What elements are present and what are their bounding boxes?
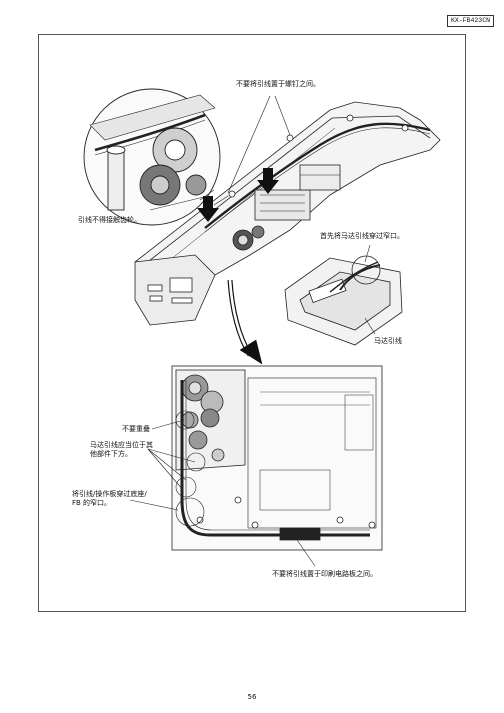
- transition-arrow: [227, 279, 263, 365]
- upper-chassis-drawing: [134, 101, 441, 326]
- lower-chassis-drawing: [171, 365, 383, 551]
- callout-not-between-pcb: 不要将引线置于印刷电路板之间。: [272, 570, 377, 578]
- upper-leader-lines: [149, 95, 376, 335]
- callout-motor-lead: 马达引线: [374, 337, 402, 345]
- callout-motor-lead-under: 马达引线应当位于其 他部件下方。: [90, 441, 153, 458]
- page-number: 56: [247, 693, 257, 701]
- lower-leader-lines: [129, 419, 316, 567]
- callout-thread-motor-lead: 首先将马达引线穿过窄口。: [320, 232, 404, 240]
- insert-arrows: [197, 168, 279, 222]
- gear-detail-magnifier: [83, 88, 221, 226]
- model-number-label: KX-FB423CN: [446, 15, 494, 27]
- callout-between-screws: 不要将引线置于螺钉之间。: [236, 80, 320, 88]
- motor-lead-drawing: [284, 255, 403, 346]
- callout-no-gear-contact: 引线不得接触齿轮。: [78, 216, 141, 224]
- callout-no-overlap: 不要重叠: [122, 425, 150, 433]
- figure-frame: [38, 34, 466, 612]
- callout-thread-slot: 将引线/操作板穿过底座/ FB 的窄口。: [72, 490, 147, 507]
